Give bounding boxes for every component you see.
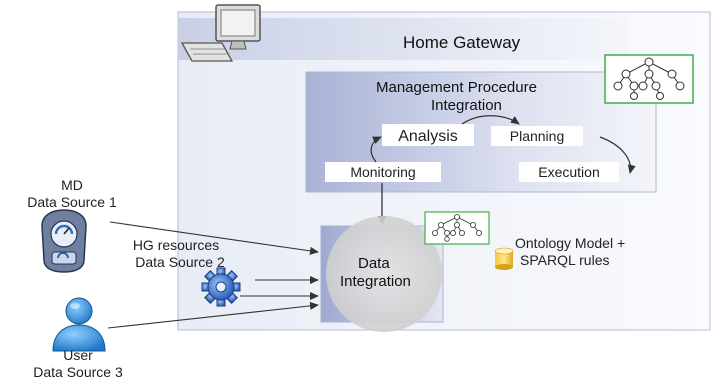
data-integration-line2: Integration (340, 273, 411, 290)
data-integration-panel: Data Integration (320, 216, 444, 332)
management-title-line2: Integration (431, 97, 502, 114)
planning-box: Planning (491, 126, 583, 146)
monitoring-box: Monitoring (325, 162, 441, 182)
md-source-line1: MD (61, 177, 83, 193)
execution-box: Execution (519, 162, 619, 182)
ontology-line1: Ontology Model + (515, 235, 625, 251)
analysis-box: Analysis (382, 124, 474, 146)
data-integration-line1: Data (358, 255, 390, 272)
computer-icon (180, 4, 261, 62)
planning-label: Planning (510, 128, 565, 144)
monitoring-label: Monitoring (350, 164, 415, 180)
analysis-to-planning-arrow (461, 115, 520, 125)
home-gateway-title: Home Gateway (403, 33, 521, 52)
md-source-arrow (109, 221, 319, 255)
user-source-line1: User (63, 347, 93, 363)
database-icon (494, 247, 514, 270)
user-source-line2: Data Source 3 (33, 364, 123, 380)
monitoring-to-analysis-arrow (370, 136, 382, 163)
md-device-icon (41, 209, 87, 273)
ontology-line2: SPARQL rules (520, 252, 609, 268)
tree-icon (604, 54, 694, 104)
user-source-arrow (107, 301, 319, 329)
hg-source-line1: HG resources (133, 237, 219, 253)
planning-to-execution-arrow (599, 136, 636, 174)
gear-icon (201, 267, 241, 307)
md-source-line2: Data Source 1 (27, 194, 117, 210)
management-title-line1: Management Procedure (376, 79, 537, 96)
user-icon (52, 297, 106, 352)
hg-source-line2: Data Source 2 (135, 254, 225, 270)
small-tree-icon (424, 211, 490, 245)
execution-label: Execution (538, 164, 599, 180)
analysis-label: Analysis (398, 128, 458, 145)
